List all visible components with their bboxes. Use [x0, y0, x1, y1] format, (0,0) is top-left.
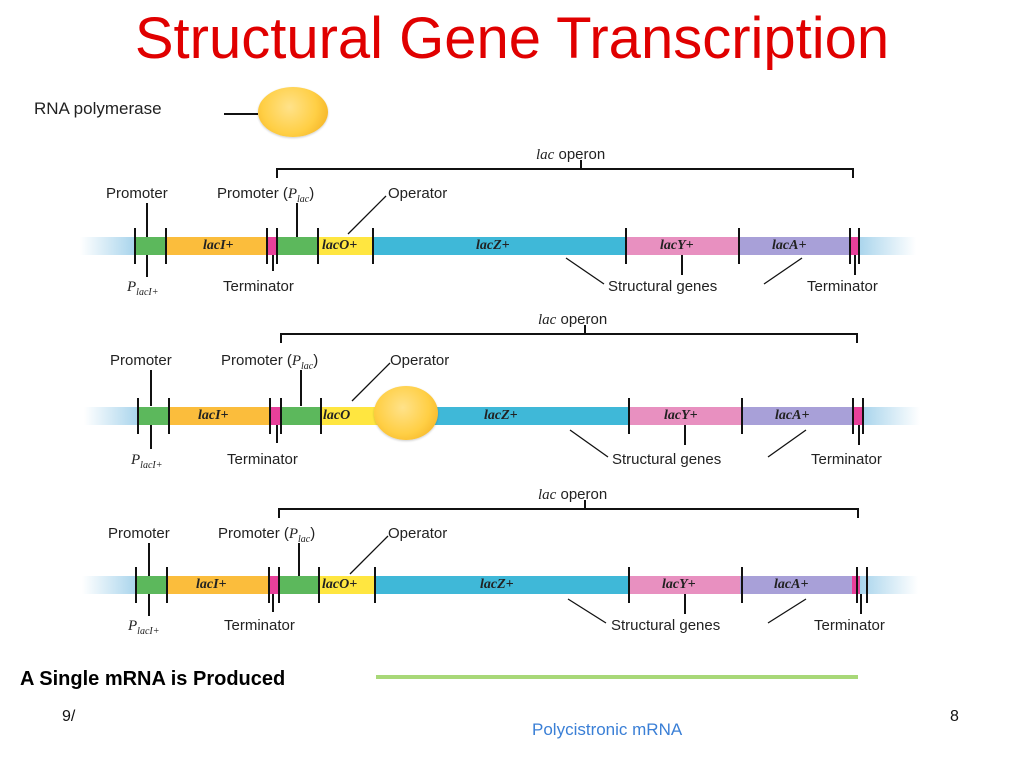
placi-label: PlacI+ — [131, 452, 163, 471]
operon-label: lac operon — [536, 146, 606, 163]
lacy-gene-label: lacY+ — [662, 577, 696, 592]
promoter-lac-label: Promoter (Plac) — [218, 525, 316, 545]
terminator-label: Terminator — [223, 278, 294, 295]
operator-label: Operator — [388, 185, 448, 202]
laco-gene-label: lacO+ — [322, 577, 358, 592]
promoter-label: Promoter — [108, 525, 170, 542]
laco-gene-label: lacO — [323, 408, 351, 423]
lacy-gene-label: lacY+ — [660, 238, 694, 253]
structural-genes-label: Structural genes — [612, 451, 722, 468]
rna-polymerase-label: RNA polymerase — [34, 99, 162, 118]
terminator-label: Terminator — [227, 451, 298, 468]
operon-bracket — [280, 333, 857, 335]
promoter-lac-label: Promoter (Plac) — [221, 352, 319, 372]
laca-gene-label: lacA+ — [774, 577, 809, 592]
lacz-gene-label: lacZ+ — [484, 408, 518, 423]
terminator-label: Terminator — [807, 278, 878, 295]
operon-label: lac operon — [538, 311, 608, 328]
operon-bracket — [278, 508, 858, 510]
promoter-label: Promoter — [106, 185, 168, 202]
terminator-label: Terminator — [814, 617, 885, 634]
placi-label: PlacI+ — [127, 279, 159, 298]
promoter-lac-label: Promoter (Plac) — [217, 185, 315, 205]
operon-label: lac operon — [538, 486, 608, 503]
polycistronic-mrna-label: Polycistronic mRNA — [532, 720, 683, 739]
placi-label: PlacI+ — [128, 618, 160, 637]
slide-title: Structural Gene Transcription — [134, 6, 890, 71]
operator-label: Operator — [390, 352, 450, 369]
gene-bar — [82, 576, 918, 594]
laco-gene-label: lacO+ — [322, 238, 358, 253]
lacz-gene-label: lacZ+ — [480, 577, 514, 592]
operator-label: Operator — [388, 525, 448, 542]
rna-polymerase-connector — [224, 113, 258, 115]
single-mrna-caption: A Single mRNA is Produced — [20, 668, 286, 690]
laci-gene-label: lacI+ — [198, 408, 229, 423]
lacz-gene-label: lacZ+ — [476, 238, 510, 253]
terminator-label: Terminator — [811, 451, 882, 468]
date-fragment: 9/ — [62, 708, 76, 725]
laca-gene-label: lacA+ — [775, 408, 810, 423]
lacy-gene-label: lacY+ — [664, 408, 698, 423]
mrna-strand — [376, 675, 858, 679]
laci-gene-label: lacI+ — [196, 577, 227, 592]
gene-bar — [84, 407, 920, 425]
terminator-label: Terminator — [224, 617, 295, 634]
laca-gene-label: lacA+ — [772, 238, 807, 253]
gene-bar — [80, 237, 916, 255]
operon-bracket — [276, 168, 853, 170]
page-number: 8 — [950, 708, 959, 725]
structural-genes-label: Structural genes — [611, 617, 721, 634]
structural-genes-label: Structural genes — [608, 278, 718, 295]
promoter-label: Promoter — [110, 352, 172, 369]
laci-gene-label: lacI+ — [203, 238, 234, 253]
rna-polymerase-icon — [258, 87, 328, 137]
rna-polymerase-bound-icon — [374, 386, 438, 440]
